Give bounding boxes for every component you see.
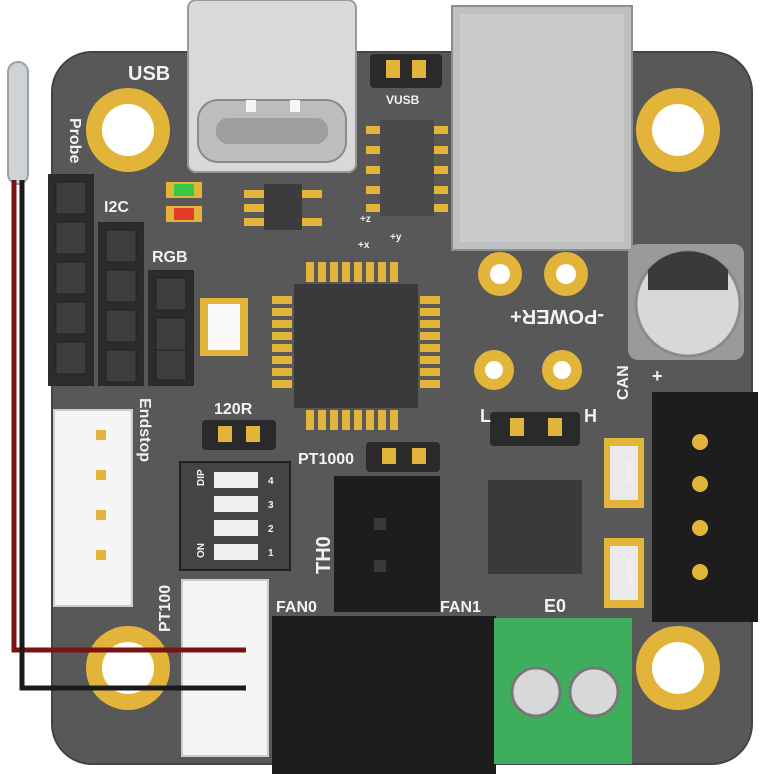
label-power: -POWER+: [510, 305, 604, 327]
motor-connector: [652, 392, 758, 622]
label-vusb: VUSB: [386, 93, 420, 107]
status-leds: [166, 182, 202, 222]
label-axis-y: +y: [390, 232, 402, 243]
label-h: H: [584, 406, 597, 426]
label-dip-2: 2: [268, 524, 274, 535]
jumper-pt1000: [366, 442, 440, 472]
label-fan0: FAN0: [276, 599, 317, 616]
mcu-chip: [272, 262, 440, 430]
label-inductor-2: 0060: [623, 560, 634, 583]
usb-c-connector: [187, 0, 357, 173]
regulator-chip: [244, 184, 322, 230]
vusb-jumper: [370, 54, 442, 88]
label-usb: USB: [128, 63, 170, 85]
label-axis-z: +z: [360, 214, 371, 225]
metal-shield: [451, 5, 633, 251]
thermistor-wires: [7, 61, 246, 691]
label-cap-plus: +: [652, 366, 663, 386]
driver-chip: [488, 480, 582, 574]
label-120r: 120R: [214, 401, 253, 418]
e0-terminal: [494, 618, 632, 764]
fan-connectors: [272, 616, 496, 774]
label-on: ON: [196, 543, 207, 558]
pin-headers: [48, 174, 194, 386]
label-dip: DIP: [196, 469, 207, 486]
label-endstop: Endstop: [136, 398, 153, 462]
electrolytic-capacitor: [628, 244, 744, 360]
label-rgb: RGB: [152, 249, 188, 266]
label-i2c: I2C: [104, 199, 129, 216]
label-pt1000: PT1000: [298, 451, 354, 468]
usb-chip: [366, 120, 448, 216]
label-dip-4: 4: [268, 476, 274, 487]
label-inductor-1: 0060: [623, 460, 634, 483]
label-dip-1: 1: [268, 548, 274, 559]
can-pads: [474, 350, 582, 446]
power-pads: [478, 252, 588, 296]
label-th0: TH0: [313, 536, 335, 574]
label-probe: Probe: [66, 118, 83, 163]
label-can: CAN: [615, 365, 632, 400]
jumper-120r: [202, 420, 276, 450]
label-l: L: [480, 406, 491, 426]
dip-switch: [179, 461, 291, 571]
th0-connector: [334, 476, 440, 612]
label-e0: E0: [544, 596, 566, 616]
crystal: [200, 298, 248, 356]
endstop-connector: [53, 409, 133, 607]
inductors: [604, 438, 644, 608]
label-axis-x: +x: [358, 240, 370, 251]
label-pt100: PT100: [157, 585, 174, 632]
label-fan1: FAN1: [440, 599, 481, 616]
pt100-connector: [181, 579, 269, 757]
label-dip-3: 3: [268, 500, 274, 511]
